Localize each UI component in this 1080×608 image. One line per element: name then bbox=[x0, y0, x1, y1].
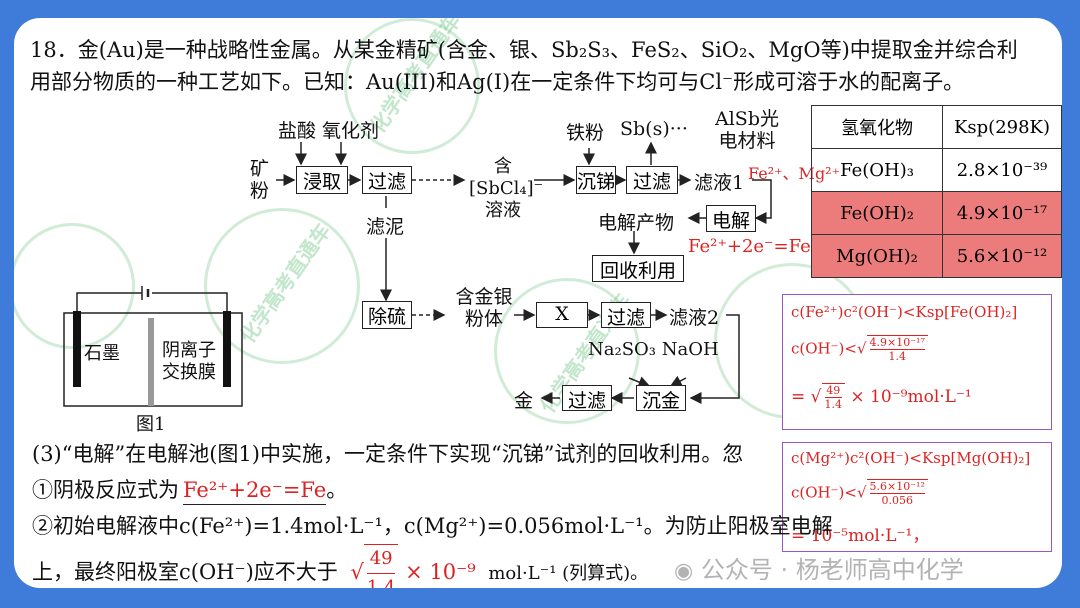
step-leach: 浸取 bbox=[296, 166, 348, 194]
question-line-2: 用部分物质的一种工艺如下。已知：Au(III)和Ag(I)在一定条件下均可与Cl… bbox=[30, 70, 965, 94]
label-alsb: AlSb光电材料 bbox=[715, 108, 779, 152]
ksp-value: 4.9×10⁻¹⁷ bbox=[942, 191, 1062, 235]
step-sink-au: 沉金 bbox=[636, 385, 686, 412]
wechat-watermark: ◉ 公众号 · 杨老师高中化学 bbox=[674, 550, 964, 585]
label-hcl: 盐酸 bbox=[278, 120, 317, 142]
fe-result-prefix: = bbox=[791, 387, 806, 407]
fe-result-den: 1.4 bbox=[824, 398, 843, 411]
figure-caption: 图1 bbox=[136, 414, 166, 435]
step-filter-2: 过滤 bbox=[626, 166, 678, 194]
mg-frac-den: 0.056 bbox=[881, 494, 913, 507]
item1-label: ①阴极反应式为 bbox=[32, 478, 179, 502]
ksp-compound: Fe(OH)₃ bbox=[811, 148, 943, 192]
wechat-footer-text: 公众号 · 杨老师高中化学 bbox=[700, 556, 964, 584]
item1-end: 。 bbox=[326, 478, 348, 502]
label-membrane: 阴离子交换膜 bbox=[162, 340, 216, 383]
label-filtrate-2: 滤液2 bbox=[669, 307, 720, 329]
ksp-table: 氢氧化物 Ksp(298K) Fe(OH)₃ 2.8×10⁻³⁹ Fe(OH)₂… bbox=[811, 105, 1062, 278]
watermark-ring bbox=[344, 18, 480, 154]
graphite-electrode bbox=[73, 311, 81, 387]
wechat-icon: ◉ bbox=[674, 559, 694, 584]
label-sbcl4-solution: 含[SbCl₄]⁻溶液 bbox=[469, 156, 544, 221]
label-au-ag-powder: 含金银粉体 bbox=[455, 286, 513, 330]
fe-result-num: 49 bbox=[824, 384, 842, 398]
label-electrolysis-product: 电解产物 bbox=[598, 212, 675, 234]
ksp-compound: Fe(OH)₂ bbox=[811, 191, 943, 235]
label-sb-solid: Sb(s)··· bbox=[620, 118, 688, 140]
mg-calculation-panel: c(Mg²⁺)c²(OH⁻)<Ksp[Mg(OH)₂] c(OH⁻)<√5.6×… bbox=[782, 442, 1052, 552]
fe-result-suffix: × 10⁻⁹mol·L⁻¹ bbox=[850, 387, 972, 407]
item3-num: 49 bbox=[366, 545, 396, 574]
ksp-value: 2.8×10⁻³⁹ bbox=[942, 148, 1062, 192]
ksp-header-value: Ksp(298K) bbox=[942, 105, 1062, 149]
mg-result: = 10⁻⁵mol·L⁻¹， bbox=[791, 526, 930, 546]
ksp-compound: Mg(OH)₂ bbox=[811, 234, 943, 278]
annotation-cathode-reaction: Fe²⁺+2e⁻=Fe bbox=[688, 236, 811, 257]
part3-line-1: (3)“电解”在电解池(图1)中实施，一定条件下实现“沉锑”试剂的回收利用。忽 bbox=[32, 442, 744, 466]
flow-arrows bbox=[63, 141, 772, 407]
item3-suffix: mol·L⁻¹ (列算式)。 bbox=[488, 563, 649, 584]
step-desulfur: 除硫 bbox=[362, 301, 412, 329]
step-recycle: 回收利用 bbox=[592, 255, 684, 282]
label-oxidant: 氧化剂 bbox=[322, 120, 380, 142]
ksp-header-compound: 氢氧化物 bbox=[811, 105, 943, 149]
step-electrolysis: 电解 bbox=[706, 205, 756, 232]
fe-inequality: c(Fe²⁺)c²(OH⁻)<Ksp[Fe(OH)₂] bbox=[791, 303, 1018, 321]
fe-frac-den: 1.4 bbox=[888, 350, 906, 363]
part3-item-2: ②初始电解液中c(Fe²⁺)=1.4mol·L⁻¹，c(Mg²⁺)=0.056m… bbox=[32, 514, 833, 538]
fe-oh-prefix: c(OH⁻)< bbox=[791, 339, 857, 358]
mg-inequality: c(Mg²⁺)c²(OH⁻)<Ksp[Mg(OH)₂] bbox=[791, 449, 1031, 467]
item3-times: × 10⁻⁹ bbox=[405, 560, 476, 584]
membrane-strip bbox=[148, 318, 154, 406]
step-x: X bbox=[536, 302, 588, 328]
label-filtrate-1: 滤液1 bbox=[694, 172, 745, 194]
mg-frac-num: 5.6×10⁻¹² bbox=[869, 480, 925, 494]
label-ore: 矿粉 bbox=[250, 158, 270, 202]
step-filter-1: 过滤 bbox=[362, 166, 412, 194]
label-iron-powder: 铁粉 bbox=[566, 122, 605, 144]
mg-oh-prefix: c(OH⁻)< bbox=[791, 483, 857, 502]
fe-calculation-panel: c(Fe²⁺)c²(OH⁻)<Ksp[Fe(OH)₂] c(OH⁻)<√4.9×… bbox=[782, 294, 1052, 430]
item3-den: 1.4 bbox=[366, 577, 396, 588]
item3-prefix: 上，最终阳极室c(OH⁻)应不大于 bbox=[32, 560, 338, 584]
step-filter-4: 过滤 bbox=[562, 385, 612, 412]
question-line-1: 18．金(Au)是一种战略性金属。从某金精矿(含金、银、Sb₂S₃、FeS₂、S… bbox=[30, 38, 1018, 62]
label-gold: 金 bbox=[514, 390, 534, 412]
step-sink-sb: 沉锑 bbox=[576, 166, 616, 194]
watermark-ring bbox=[494, 278, 640, 424]
label-reagents: Na₂SO₃ NaOH bbox=[588, 339, 719, 360]
item1-answer: Fe²⁺+2e⁻=Fe bbox=[183, 476, 327, 505]
ksp-value: 5.6×10⁻¹² bbox=[942, 234, 1062, 278]
graphite-electrode bbox=[223, 311, 231, 387]
fe-frac-num: 4.9×10⁻¹⁷ bbox=[869, 336, 925, 350]
watermark-ring bbox=[204, 208, 360, 364]
question-card: 化学高考直通车 化学高考直通车 化学高考直通车 18．金(Au)是一种战略性金属… bbox=[14, 18, 1062, 588]
label-sludge: 滤泥 bbox=[366, 216, 405, 238]
label-graphite: 石墨 bbox=[84, 343, 120, 364]
step-filter-3: 过滤 bbox=[601, 302, 651, 329]
